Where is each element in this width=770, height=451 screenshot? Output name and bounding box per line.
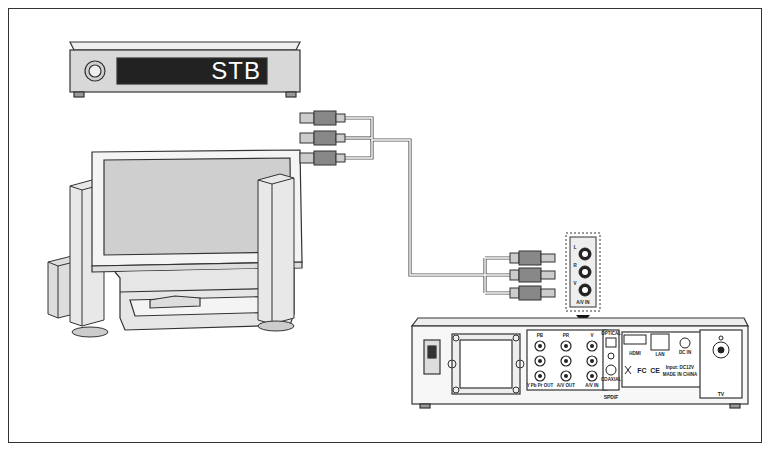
port-label: COAXIAL	[601, 378, 621, 383]
port-label: L	[574, 246, 577, 251]
port-label: HDMI	[629, 352, 641, 357]
port-label: V	[573, 282, 576, 287]
port-label: CE	[650, 367, 660, 374]
port-label: FC	[637, 367, 646, 374]
set-top-box: STB	[117, 58, 267, 84]
port-label: MADE IN CHINA	[663, 373, 698, 378]
port-label: LAN	[655, 353, 664, 358]
port-label: TV	[718, 392, 724, 397]
port-label: A/V IN	[585, 384, 598, 389]
port-label: V	[590, 334, 593, 339]
device-name: STB	[211, 59, 261, 83]
port-label: Y Pb Pr OUT	[527, 384, 554, 389]
port-label: PR	[563, 334, 569, 339]
port-label: PB	[537, 334, 543, 339]
port-label: SPDIF	[604, 395, 619, 400]
port-label: OPTICAL	[601, 332, 621, 337]
port-label: R	[573, 264, 576, 269]
port-label: A/V IN	[576, 301, 589, 306]
port-label: DC IN	[679, 351, 691, 356]
port-label: A/V OUT	[557, 384, 575, 389]
port-label: Input: DC12V	[666, 366, 694, 371]
